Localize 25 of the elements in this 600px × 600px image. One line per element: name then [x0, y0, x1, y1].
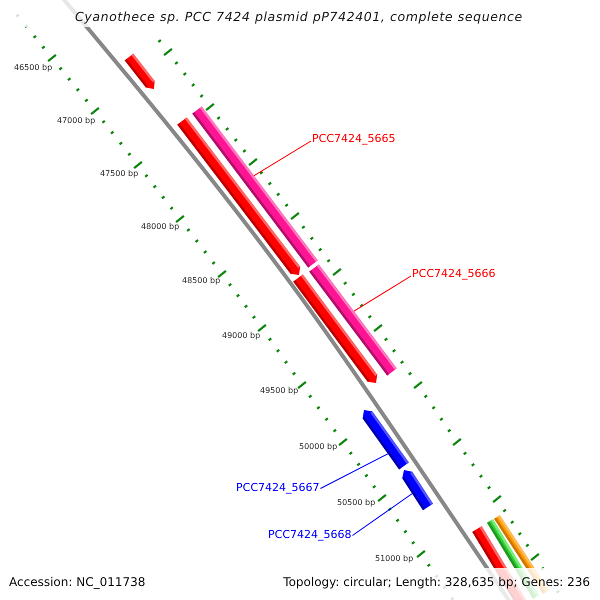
diagram-title: Cyanothece sp. PCC 7424 plasmid pP742401, complete sequence: [75, 11, 523, 24]
tick-label: 46500 bp: [14, 64, 52, 72]
gene-feature-bar: [402, 470, 434, 510]
tick-label: 47000 bp: [57, 117, 96, 125]
tick-label: 50000 bp: [299, 443, 338, 451]
tick-label: 48000 bp: [141, 223, 180, 231]
gene-label: PCC7424_5668: [268, 529, 352, 540]
gene-feature-bar: [309, 264, 397, 376]
gene-label: PCC7424_5666: [412, 268, 496, 279]
leader-line: [353, 276, 412, 312]
tick-label: 51000 bp: [375, 555, 414, 563]
tick-label: 49000 bp: [222, 332, 260, 340]
gene-label: PCC7424_5665: [312, 133, 396, 144]
tick-label: 47500 bp: [100, 170, 138, 178]
tick-label: 49500 bp: [260, 387, 298, 395]
gene-feature-bar: [362, 410, 409, 470]
leader-line: [352, 493, 413, 536]
leader-line: [320, 453, 388, 489]
tick-label: 48500 bp: [182, 277, 220, 285]
footer-text: Accession: NC_011738: [9, 576, 146, 588]
gene-label: PCC7424_5667: [236, 482, 320, 493]
gene-feature-bar: [124, 54, 155, 89]
leader-line: [254, 140, 312, 176]
footer-text: Topology: circular; Length: 328,635 bp; Genes: 236: [283, 576, 590, 588]
tick-label: 50500 bp: [337, 499, 376, 507]
